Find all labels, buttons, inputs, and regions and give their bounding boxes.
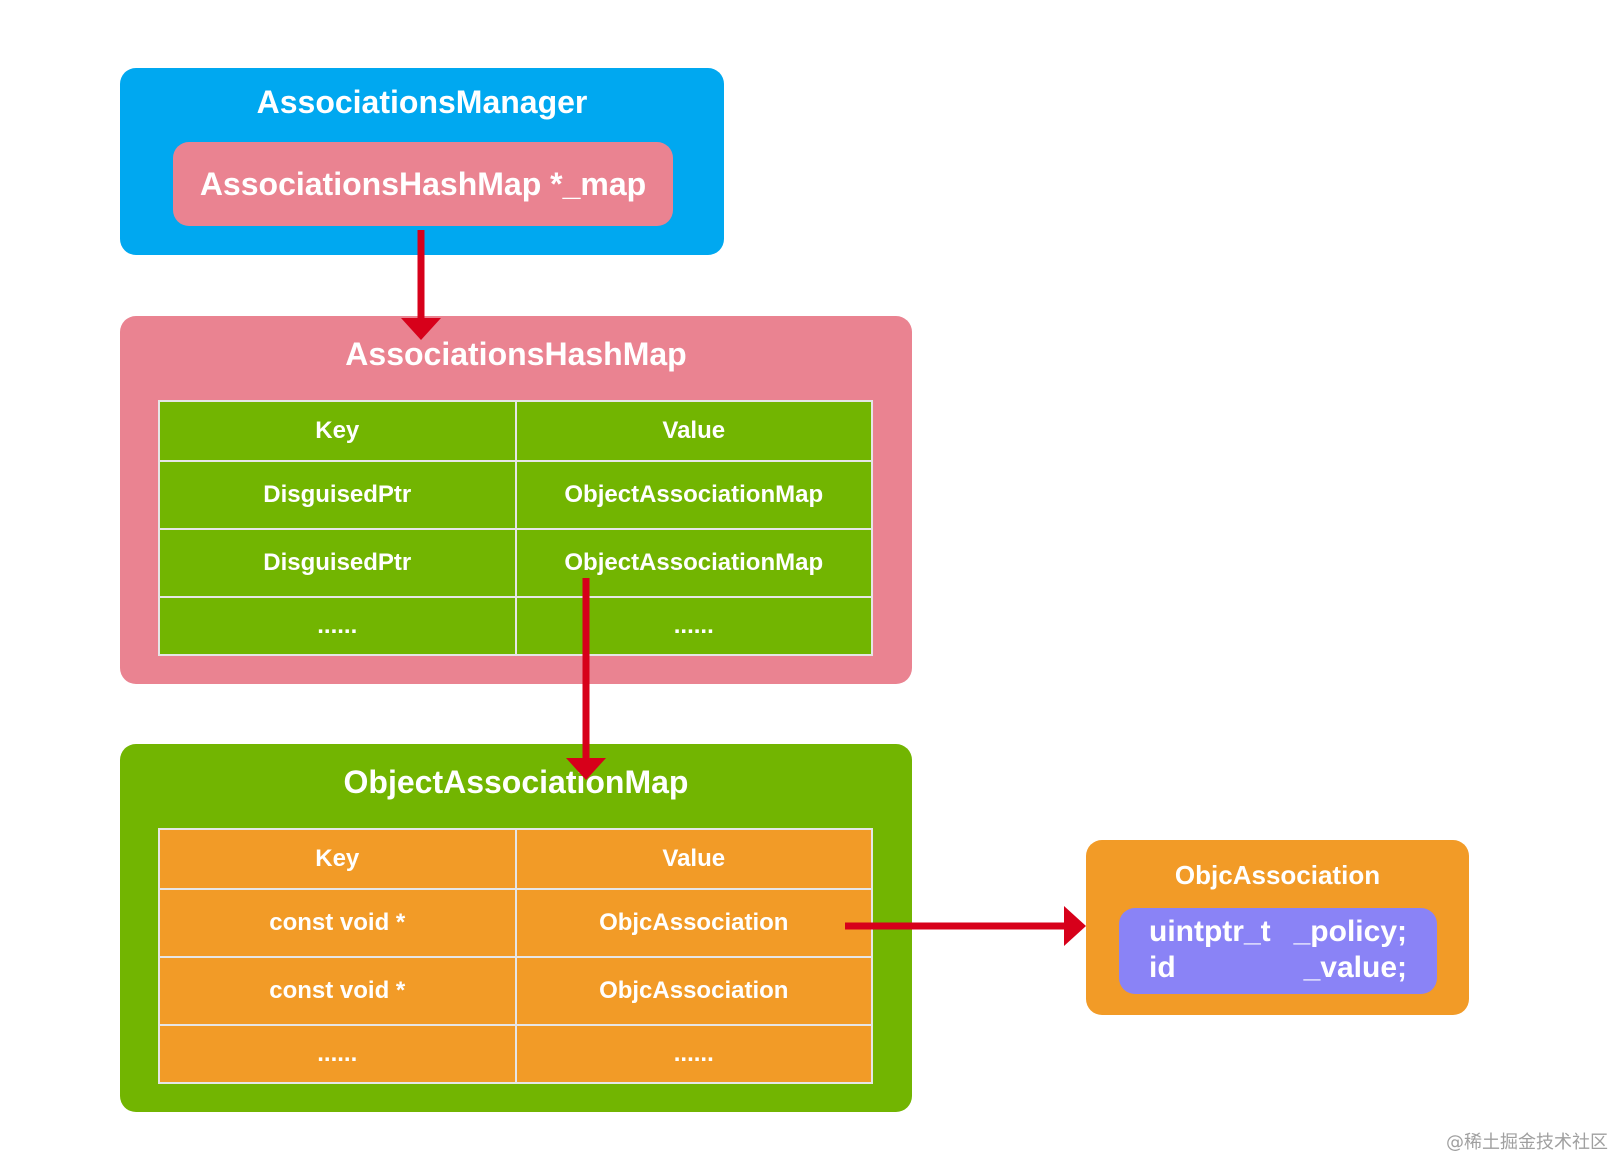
value-header: Value [514, 400, 873, 462]
key-cell: DisguisedPtr [158, 460, 517, 530]
field-name: _value; [1303, 951, 1407, 984]
field-name: _policy; [1293, 915, 1407, 948]
value-cell: ObjectAssociationMap [514, 460, 873, 530]
table-row: DisguisedPtr ObjectAssociationMap [158, 528, 873, 598]
key-cell: ...... [158, 596, 517, 656]
table-row: DisguisedPtr ObjectAssociationMap [158, 460, 873, 530]
value-field: id _value; [1149, 950, 1407, 986]
association-fields-box: uintptr_t _policy; id _value; [1119, 908, 1437, 994]
object-association-map-box: ObjectAssociationMap Key Value const voi… [120, 744, 912, 1112]
value-header: Value [514, 828, 873, 890]
key-header: Key [158, 400, 517, 462]
object-map-table: Key Value const void * ObjcAssociation c… [158, 828, 873, 1084]
key-header: Key [158, 828, 517, 890]
associations-manager-title: AssociationsManager [256, 84, 588, 120]
table-row: ...... ...... [158, 1024, 873, 1084]
key-cell: ...... [158, 1024, 517, 1084]
field-type: id [1149, 951, 1176, 984]
associations-manager-box: AssociationsManager AssociationsHashMap … [120, 68, 724, 255]
associations-hash-map-box: AssociationsHashMap Key Value DisguisedP… [120, 316, 912, 684]
associations-hash-map-title: AssociationsHashMap [345, 336, 687, 372]
objc-association-box: ObjcAssociation uintptr_t _policy; id _v… [1086, 840, 1469, 1015]
object-association-map-title: ObjectAssociationMap [343, 764, 689, 800]
value-cell: ObjcAssociation [514, 888, 873, 958]
watermark: @稀土掘金技术社区 [1446, 1132, 1608, 1153]
key-cell: const void * [158, 956, 517, 1026]
policy-field: uintptr_t _policy; [1149, 914, 1407, 950]
table-row: const void * ObjcAssociation [158, 888, 873, 958]
value-cell: ...... [514, 1024, 873, 1084]
table-row: const void * ObjcAssociation [158, 956, 873, 1026]
key-cell: const void * [158, 888, 517, 958]
hash-map-pointer-field: AssociationsHashMap *_map [173, 142, 673, 226]
value-cell: ObjectAssociationMap [514, 528, 873, 598]
hash-map-table: Key Value DisguisedPtr ObjectAssociation… [158, 400, 873, 656]
table-header-row: Key Value [158, 400, 873, 462]
objc-association-title: ObjcAssociation [1174, 860, 1381, 890]
table-header-row: Key Value [158, 828, 873, 890]
table-row: ...... ...... [158, 596, 873, 656]
value-cell: ...... [514, 596, 873, 656]
value-cell: ObjcAssociation [514, 956, 873, 1026]
key-cell: DisguisedPtr [158, 528, 517, 598]
field-type: uintptr_t [1149, 915, 1271, 948]
